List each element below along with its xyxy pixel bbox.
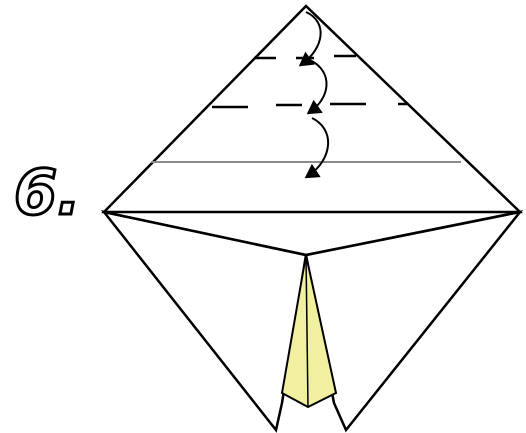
lower-left-flap — [104, 212, 306, 430]
step-number: 6. — [14, 156, 81, 229]
lower-right-flap — [306, 212, 520, 430]
upper-triangle — [104, 6, 520, 212]
